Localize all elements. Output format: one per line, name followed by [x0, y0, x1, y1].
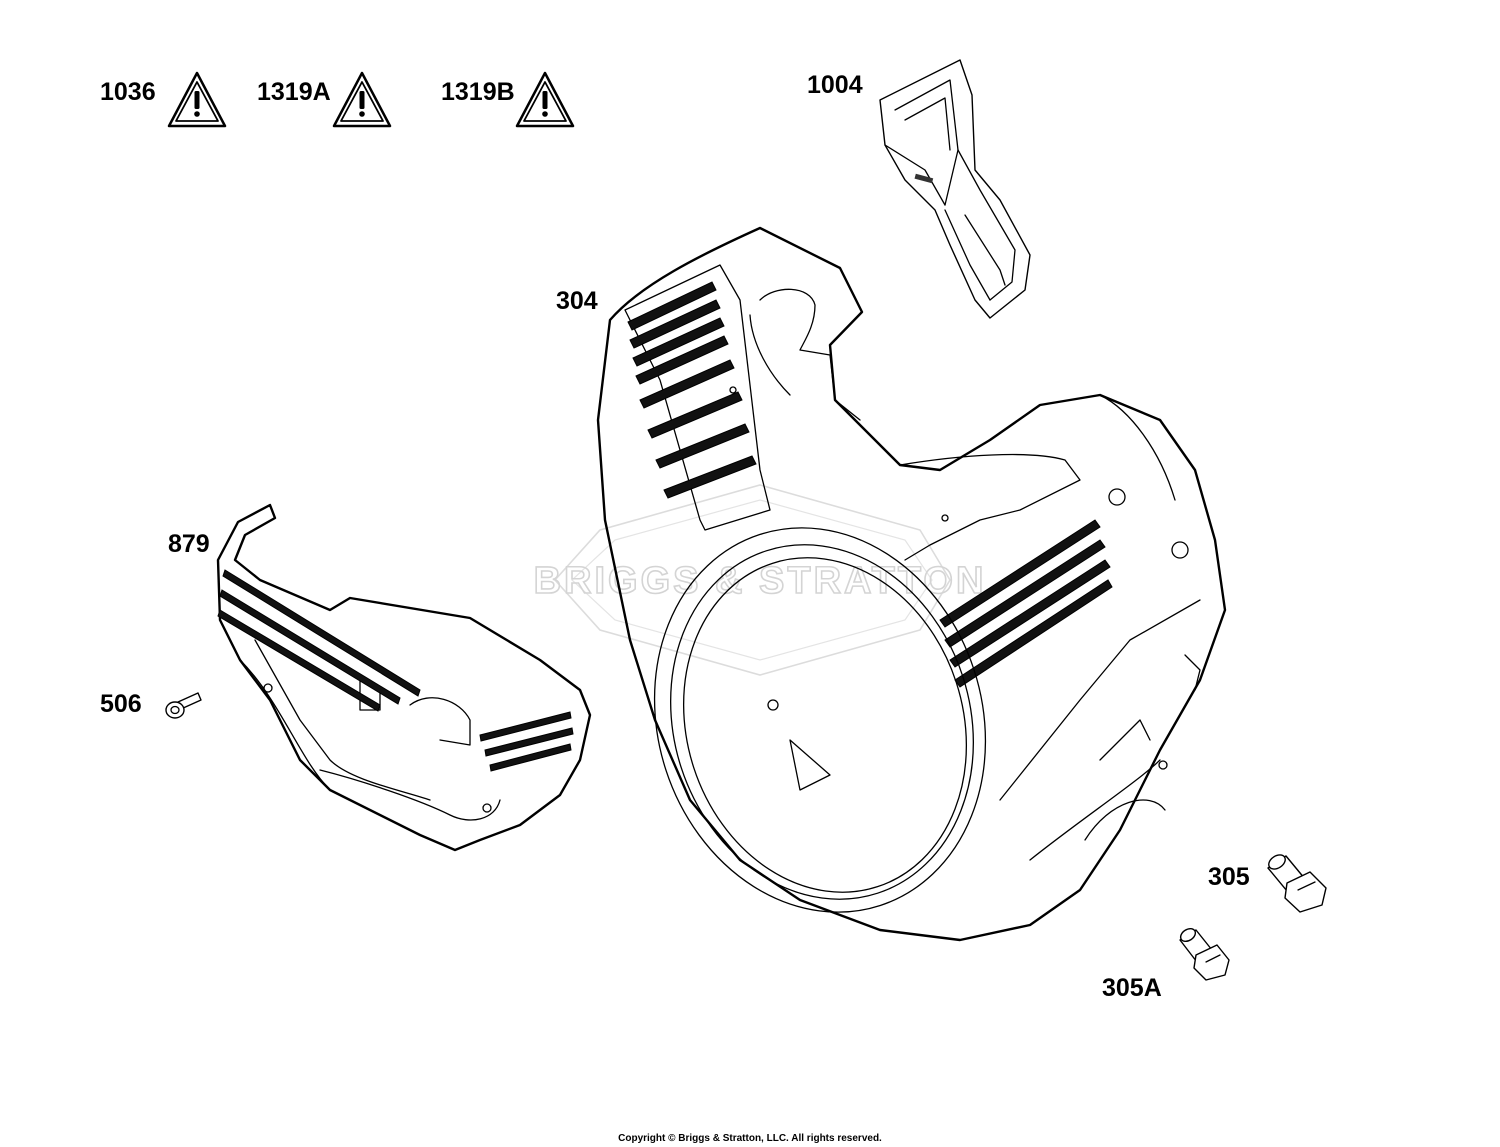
- fins-lower: [939, 519, 1113, 688]
- warning-triangle-icon: [332, 71, 392, 128]
- label-879: 879: [168, 530, 210, 558]
- watermark-text: BRIGGS & STRATTON: [534, 560, 987, 602]
- label-305: 305: [1208, 863, 1250, 891]
- watermark: BRIGGS & STRATTON: [533, 484, 987, 676]
- fins-upper: [624, 264, 771, 531]
- warning-label-1319b: 1319B: [441, 71, 575, 128]
- warning-label-1036: 1036: [100, 71, 227, 128]
- label-506: 506: [100, 690, 142, 718]
- warning-triangle-icon: [167, 71, 227, 128]
- label-1036: 1036: [100, 78, 156, 106]
- shield-fins: [217, 569, 574, 772]
- label-1319a: 1319A: [257, 78, 331, 106]
- warning-label-1319a: 1319A: [257, 71, 392, 128]
- part-1004-air-guide: 1004: [807, 59, 1031, 319]
- part-879-cylinder-shield: 879: [168, 503, 592, 852]
- part-305a-bolt: 305A: [1102, 927, 1230, 1002]
- part-304-blower-housing: 304: [556, 226, 1227, 942]
- label-304: 304: [556, 287, 598, 315]
- part-305-bolt: 305: [1208, 854, 1327, 913]
- label-305a: 305A: [1102, 974, 1162, 1002]
- label-1004: 1004: [807, 71, 863, 99]
- part-506-screw: 506: [100, 690, 202, 719]
- warning-triangle-icon: [515, 71, 575, 128]
- copyright-text: Copyright © Briggs & Stratton, LLC. All …: [618, 1133, 882, 1144]
- label-1319b: 1319B: [441, 78, 515, 106]
